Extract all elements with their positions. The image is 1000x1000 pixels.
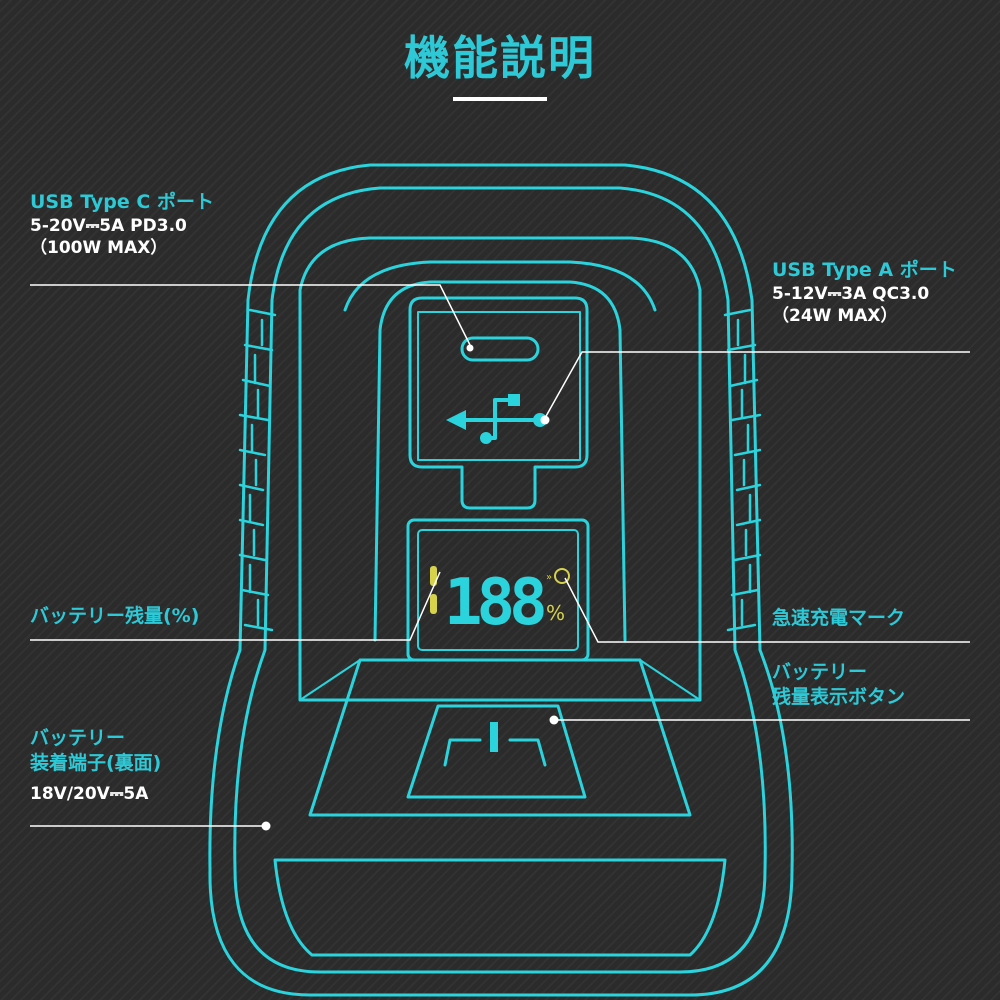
page-title: 機能説明 [404, 31, 596, 85]
display-frame-inner [417, 529, 579, 651]
battery-button-line2: 残量表示ボタン [772, 685, 906, 708]
lower-panel-outline [308, 658, 692, 817]
battery-terminal-line1: バッテリー [30, 727, 126, 749]
body-outer-outline [208, 163, 794, 997]
label-quick-charge: 急速充電マーク [772, 606, 905, 631]
right-grip [723, 308, 762, 632]
svg-text:»: » [546, 572, 552, 583]
battery-level-title: バッテリー残量(%) [30, 605, 200, 627]
battery-button-symbol [443, 738, 547, 767]
terminal-slot-outline [273, 858, 727, 957]
port-housing-outline [373, 280, 627, 642]
quick-charge-title: 急速充電マーク [772, 607, 906, 629]
label-battery-terminal: バッテリー 装着端子(裏面) 18V/20V⎓5A [30, 726, 161, 805]
top-dome-outline [343, 260, 657, 312]
usb-c-spec1: 5-20V⎓5A PD3.0 [30, 215, 187, 236]
quick-charge-icon [554, 568, 570, 584]
leader-battery-level [30, 571, 441, 641]
leader-usb-a [544, 351, 970, 419]
usb-c-slot [460, 336, 540, 362]
body-inner-outline [233, 186, 767, 974]
battery-terminal-line2: 装着端子(裏面) [30, 751, 162, 774]
display-digits: 188 % » [430, 566, 570, 640]
usb-c-title: USB Type C ポート [30, 191, 214, 213]
usb-a-spec2: （24W MAX） [772, 305, 898, 326]
usb-a-spec1: 5-12V⎓3A QC3.0 [772, 283, 930, 304]
leader-quick-charge [564, 577, 970, 643]
label-battery-button: バッテリー 残量表示ボタン [772, 660, 905, 709]
usb-c-spec2: （100W MAX） [30, 237, 168, 258]
left-grip [238, 308, 277, 632]
display-percent-sign: % [546, 601, 565, 625]
battery-button-outline [406, 704, 587, 799]
leader-usb-c [30, 284, 471, 346]
label-usb-c: USB Type C ポート 5-20V⎓5A PD3.0 （100W MAX） [30, 190, 214, 259]
port-box-inner [417, 311, 581, 461]
port-box-outline [408, 296, 589, 510]
battery-button-line1: バッテリー [772, 661, 868, 683]
panel-outline [298, 236, 702, 702]
battery-terminal-spec: 18V/20V⎓5A [30, 784, 149, 805]
title-underline [453, 97, 547, 101]
usb-arrow-icon [446, 410, 466, 430]
display-digits-text: 188 [444, 566, 544, 640]
label-battery-level: バッテリー残量(%) [30, 604, 199, 629]
label-usb-a: USB Type A ポート 5-12V⎓3A QC3.0 （24W MAX） [772, 258, 957, 327]
usb-a-title: USB Type A ポート [772, 259, 957, 281]
